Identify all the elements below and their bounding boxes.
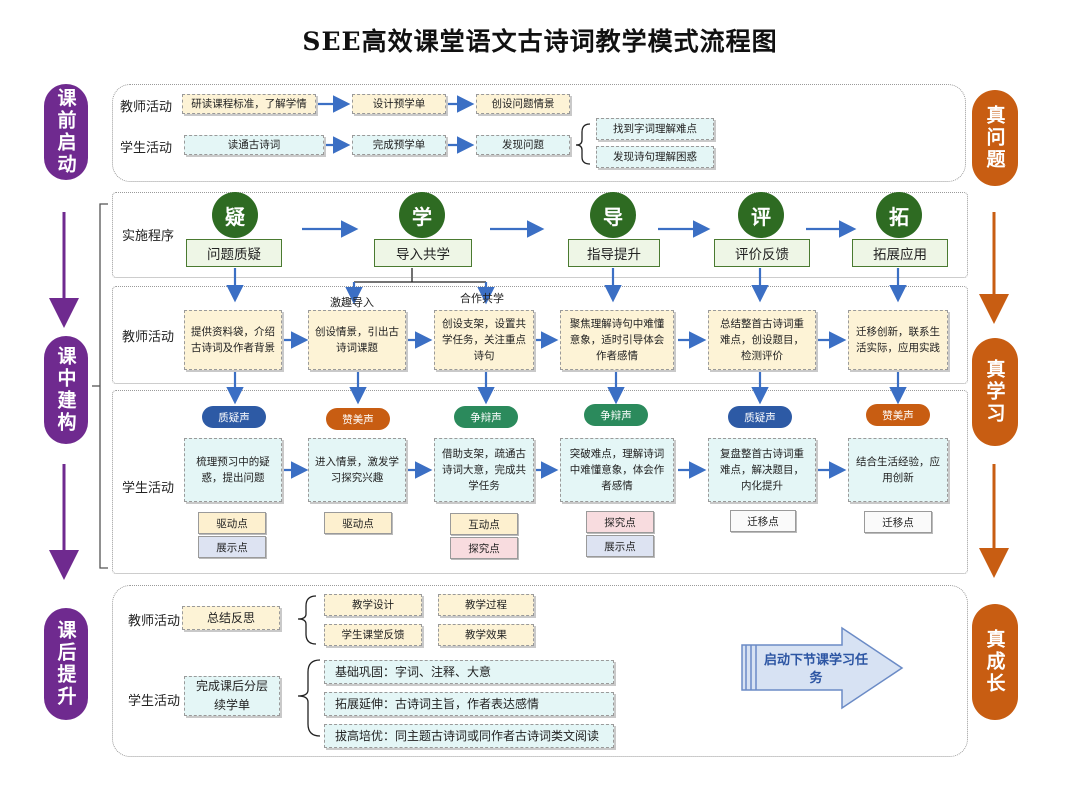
stage-label-learn: 导入共学 xyxy=(374,239,472,267)
sub-label-cooperate: 合作共学 xyxy=(460,292,504,305)
pre-student-step-2: 完成预学单 xyxy=(352,135,446,155)
pill-post-class: 课后提升 xyxy=(44,608,88,720)
stage-circle-extend: 拓 xyxy=(876,192,922,238)
voice-5: 质疑声 xyxy=(728,406,792,428)
teacher-box-4: 聚焦理解诗句中难懂意象，适时引导体会作者感情 xyxy=(560,310,674,370)
post-student-item-2: 拓展延伸：古诗词主旨，作者表达感情 xyxy=(324,692,614,716)
voice-1: 质疑声 xyxy=(202,406,266,428)
point-drive-2: 驱动点 xyxy=(324,512,392,534)
teacher-box-5: 总结整首古诗词重难点，创设题目，检测评价 xyxy=(708,310,816,370)
in-student-label: 学生活动 xyxy=(122,481,175,496)
teacher-box-1: 提供资料袋，介绍古诗词及作者背景 xyxy=(184,310,282,370)
post-teacher-summary: 总结反思 xyxy=(182,606,280,630)
teacher-box-2: 创设情景，引出古诗词课题 xyxy=(308,310,406,370)
pre-student-label: 学生活动 xyxy=(120,141,173,156)
post-teacher-label: 教师活动 xyxy=(128,614,181,629)
student-box-6: 结合生活经验，应用创新 xyxy=(848,438,948,502)
stage-circle-evaluate: 评 xyxy=(738,192,784,238)
pre-teacher-label: 教师活动 xyxy=(120,100,173,115)
point-show-1: 展示点 xyxy=(198,536,266,558)
teacher-box-6: 迁移创新，联系生活实际，应用实践 xyxy=(848,310,948,370)
point-transfer-6: 迁移点 xyxy=(864,511,932,533)
pre-problem-2: 发现诗句理解困惑 xyxy=(596,146,714,168)
voice-4: 争辩声 xyxy=(584,404,648,426)
point-show-4: 展示点 xyxy=(586,535,654,557)
point-explore-4: 探究点 xyxy=(586,511,654,533)
pill-real-question: 真问题 xyxy=(972,90,1018,186)
stage-label-extend: 拓展应用 xyxy=(852,239,948,267)
post-teacher-item-1: 教学设计 xyxy=(324,594,422,616)
student-box-1: 梳理预习中的疑惑，提出问题 xyxy=(184,438,282,502)
teacher-box-3: 创设支架，设置共学任务，关注重点诗句 xyxy=(434,310,534,370)
post-teacher-item-3: 学生课堂反馈 xyxy=(324,624,422,646)
voice-2: 赞美声 xyxy=(326,408,390,430)
sub-label-interest: 激趣导入 xyxy=(330,296,374,309)
stage-label-guide: 指导提升 xyxy=(568,239,660,267)
pre-student-step-3: 发现问题 xyxy=(476,135,570,155)
point-interact-3: 互动点 xyxy=(450,513,518,535)
voice-6: 赞美声 xyxy=(866,404,930,426)
stage-label-evaluate: 评价反馈 xyxy=(714,239,810,267)
post-student-item-1: 基础巩固：字词、注释、大意 xyxy=(324,660,614,684)
pill-real-growth: 真成长 xyxy=(972,604,1018,720)
pre-problem-1: 找到字词理解难点 xyxy=(596,118,714,140)
point-transfer-5: 迁移点 xyxy=(730,510,796,532)
pre-teacher-step-3: 创设问题情景 xyxy=(476,94,570,114)
stage-circle-guide: 导 xyxy=(590,192,636,238)
post-teacher-item-4: 教学效果 xyxy=(438,624,534,646)
student-box-2: 进入情景，激发学习探究兴趣 xyxy=(308,438,406,502)
student-box-4: 突破难点，理解诗词中难懂意象，体会作者感情 xyxy=(560,438,674,502)
point-explore-3: 探究点 xyxy=(450,537,518,559)
procedure-label: 实施程序 xyxy=(122,229,175,244)
pre-student-step-1: 读通古诗词 xyxy=(184,135,324,155)
post-student-label: 学生活动 xyxy=(128,694,181,709)
stage-circle-question: 疑 xyxy=(212,192,258,238)
pill-pre-class: 课前启动 xyxy=(44,84,88,180)
post-teacher-item-2: 教学过程 xyxy=(438,594,534,616)
page-title: SEE高效课堂语文古诗词教学模式流程图 xyxy=(302,27,778,56)
stage-label-question: 问题质疑 xyxy=(186,239,282,267)
pill-in-class: 课中建构 xyxy=(44,336,88,444)
point-drive-1: 驱动点 xyxy=(198,512,266,534)
student-box-3: 借助支架，疏通古诗词大意，完成共学任务 xyxy=(434,438,534,502)
pill-real-learning: 真学习 xyxy=(972,338,1018,446)
post-student-item-3: 拔高培优：同主题古诗词或同作者古诗词类文阅读 xyxy=(324,724,614,748)
pre-teacher-step-2: 设计预学单 xyxy=(352,94,446,114)
pre-teacher-step-1: 研读课程标准，了解学情 xyxy=(182,94,316,114)
student-box-5: 复盘整首古诗词重难点，解决题目，内化提升 xyxy=(708,438,816,502)
post-student-task: 完成课后分层续学单 xyxy=(184,676,280,716)
in-teacher-label: 教师活动 xyxy=(122,330,175,345)
stage-circle-learn: 学 xyxy=(399,192,445,238)
next-lesson-arrow-text: 启动下节课学习任务 xyxy=(764,653,869,687)
voice-3: 争辩声 xyxy=(454,406,518,428)
